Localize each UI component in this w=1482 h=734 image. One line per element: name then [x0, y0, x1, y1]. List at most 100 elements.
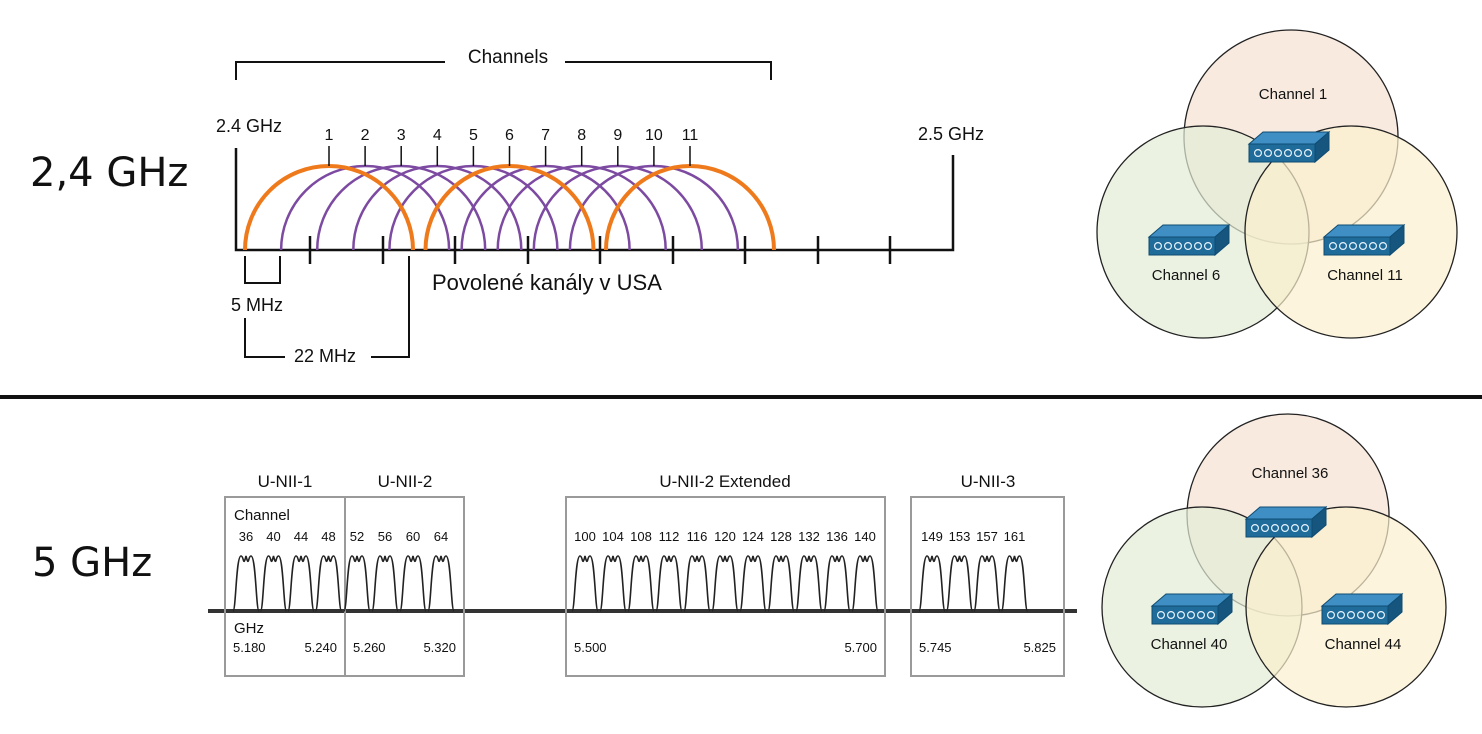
channel-arc [423, 164, 596, 251]
channel-spectrum-mask [599, 555, 627, 612]
channel-arc [315, 164, 487, 251]
band-group-box [344, 496, 465, 677]
venn-5-ghz: Channel 36 Channel 40 Channel 44 [1101, 413, 1447, 708]
coverage-label: Channel 40 [1151, 636, 1228, 653]
device-port [1356, 610, 1365, 619]
channel-arc [243, 164, 415, 251]
venn-2-4-ghz: Channel 1 Channel 6 Channel 11 [1096, 29, 1458, 339]
device-port [1376, 610, 1385, 619]
channel-label: 124 [742, 529, 764, 544]
device-port [1270, 523, 1279, 532]
usa-channels-caption: Povolené kanály v USA [432, 270, 662, 295]
channel-spectrum-mask [1000, 555, 1029, 612]
channel-label: 140 [854, 529, 876, 544]
end-frequency-label: 5.825 [1023, 640, 1056, 655]
device-port [1348, 242, 1357, 251]
access-point-icon [1322, 223, 1406, 257]
channel-number: 9 [613, 127, 622, 144]
channel-number: 4 [433, 127, 442, 144]
channel-number: 11 [682, 127, 699, 144]
channel-spectrum-mask [851, 555, 879, 612]
access-point-icon [1147, 223, 1231, 257]
coverage-label: Channel 36 [1252, 465, 1329, 482]
channel-spectrum-mask [973, 555, 1001, 612]
channel-label: 161 [1004, 529, 1026, 544]
start-frequency-label: 5.180 [233, 640, 266, 655]
channel-arc [604, 164, 776, 251]
coverage-label: Channel 11 [1327, 267, 1403, 284]
channel-label: 108 [630, 529, 652, 544]
channel-number: 6 [505, 127, 514, 144]
device-port [1250, 523, 1259, 532]
channel-label: 40 [266, 529, 280, 544]
channel-spectrum-mask [683, 555, 711, 612]
device-port [1163, 242, 1172, 251]
channel-label: 48 [321, 529, 335, 544]
device-port [1283, 149, 1292, 158]
channel-spectrum-mask [371, 555, 399, 612]
device-port [1206, 610, 1215, 619]
device-port [1263, 149, 1272, 158]
section-label-5-ghz: 5 GHz [32, 540, 153, 586]
channel-spectrum-mask [795, 555, 823, 612]
device-port [1358, 242, 1367, 251]
device-port [1328, 242, 1337, 251]
channel-spectrum-mask [571, 555, 599, 612]
device-side [1214, 223, 1230, 257]
device-port [1378, 242, 1387, 251]
access-point-icon [1150, 592, 1234, 626]
channel-label: 128 [770, 529, 792, 544]
channel-arc [532, 164, 704, 251]
channel-label: 132 [798, 529, 820, 544]
channel-spectrum-mask [314, 555, 343, 612]
device-port [1326, 610, 1335, 619]
channel-label: 112 [659, 529, 680, 544]
channel-label: 100 [574, 529, 596, 544]
device-port [1338, 242, 1347, 251]
channel-label: 120 [714, 529, 736, 544]
channel-arc [388, 164, 559, 251]
device-port [1293, 149, 1302, 158]
device-side [1389, 223, 1405, 257]
device-port [1260, 523, 1269, 532]
device-side [1387, 592, 1403, 626]
channel-spectrum-mask [945, 555, 974, 612]
channel-label: 149 [921, 529, 943, 544]
channel-spectrum-mask [739, 555, 767, 612]
channel-arc [460, 164, 631, 251]
access-point-icon [1320, 592, 1404, 626]
end-frequency: 2.5 GHz [918, 124, 984, 144]
coverage-label: Channel 1 [1259, 86, 1327, 103]
channel-spectrum-mask [767, 555, 795, 612]
coverage-label: Channel 44 [1325, 636, 1402, 653]
width-label: 22 MHz [294, 346, 356, 366]
channel-label: 116 [687, 529, 708, 544]
coverage-label: Channel 6 [1152, 267, 1220, 284]
band-group-title: U-NII-3 [961, 472, 1016, 491]
channels-header: Channels [468, 47, 548, 68]
device-port [1203, 242, 1212, 251]
channel-label: 56 [378, 529, 392, 544]
device-port [1153, 242, 1162, 251]
channel-label: 60 [406, 529, 420, 544]
device-port [1300, 523, 1309, 532]
channel-spectrum-mask [427, 555, 455, 612]
start-frequency: 2.4 GHz [216, 116, 282, 136]
device-port [1368, 242, 1377, 251]
channel-caption: Channel [234, 507, 290, 524]
band-group-title: U-NII-2 Extended [659, 472, 790, 491]
device-port [1290, 523, 1299, 532]
channel-spectrum-mask [399, 555, 427, 612]
device-side [1314, 130, 1330, 164]
channel-number: 3 [397, 127, 406, 144]
band-group-box [910, 496, 1065, 677]
device-port [1166, 610, 1175, 619]
start-frequency-label: 5.260 [353, 640, 386, 655]
channel-spectrum-mask [287, 555, 315, 612]
band-group-box [565, 496, 886, 677]
width-bracket [244, 256, 410, 358]
channel-label: 153 [949, 529, 971, 544]
